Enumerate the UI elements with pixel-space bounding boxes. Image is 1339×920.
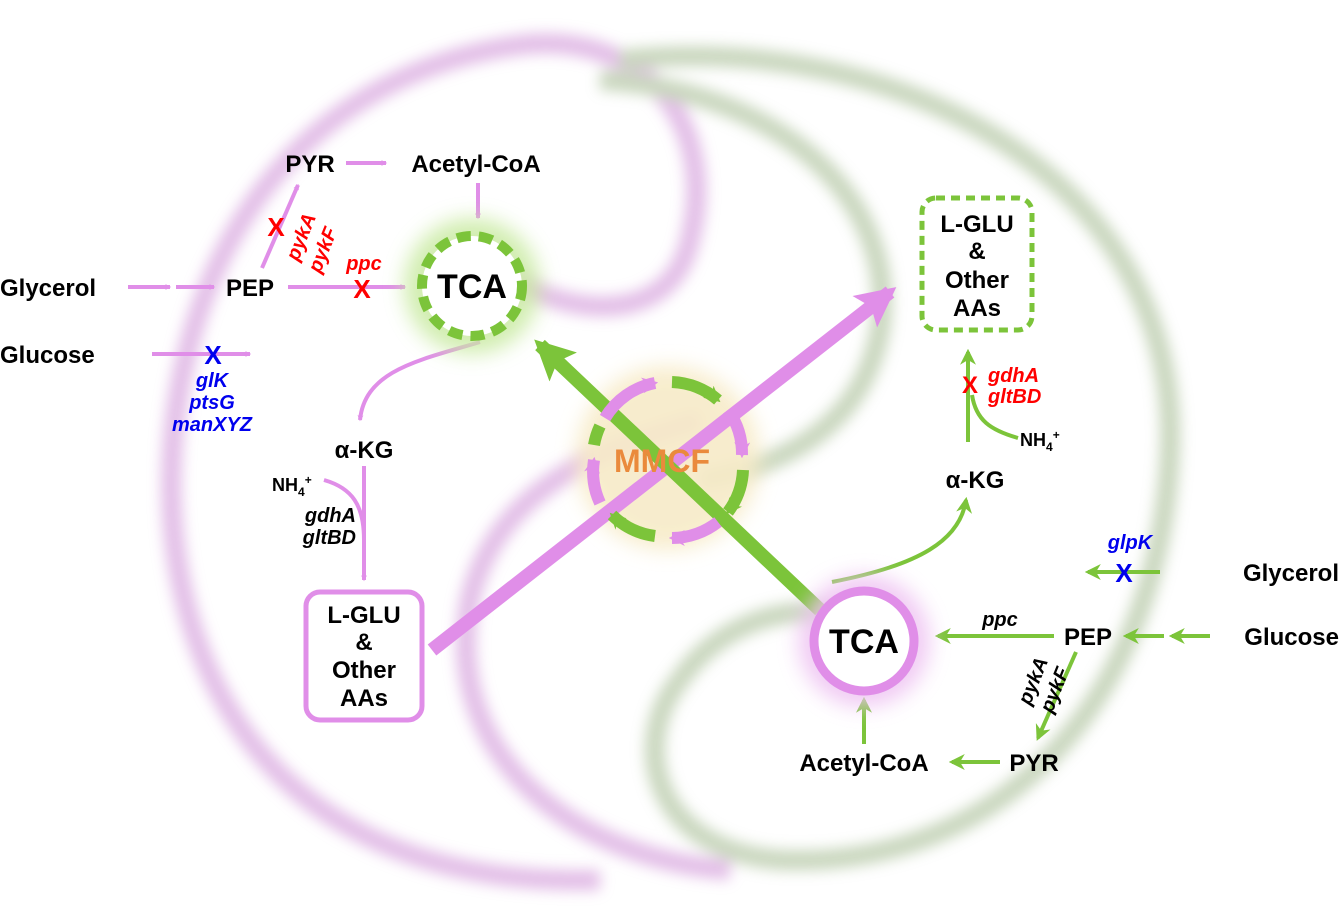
right-product-line4: AAs: [953, 295, 1001, 322]
mmcf-label: MMCF: [614, 443, 710, 479]
right-gene-glpK: glpK: [1107, 532, 1154, 554]
left-akg: α-KG: [335, 437, 394, 464]
left-nh4: NH4+: [272, 473, 312, 499]
left-gene-gltBD: gltBD: [302, 527, 356, 549]
big-pink-arrow: [427, 286, 897, 656]
right-tca-ring: [809, 586, 919, 696]
left-x-pyk: X: [267, 212, 285, 242]
right-product-line1: L-GLU: [940, 211, 1013, 238]
left-product-line1: L-GLU: [327, 602, 400, 629]
left-tca-ring: [417, 231, 527, 341]
right-x-glpk: X: [1115, 558, 1133, 588]
right-glycerol: Glycerol: [1243, 560, 1339, 587]
left-product-line4: AAs: [340, 685, 388, 712]
left-gene-ppc: ppc: [345, 253, 382, 275]
mmcf-cycle: [584, 376, 751, 546]
bg-pink-outer: [161, 33, 707, 891]
left-glucose: Glucose: [0, 342, 95, 369]
right-tca: TCA: [829, 623, 899, 661]
left-gene-gdhA: gdhA: [304, 505, 356, 527]
right-product-line2: &: [968, 238, 985, 265]
right-x-gdh: X: [962, 372, 978, 399]
right-pyr: PYR: [1009, 750, 1058, 777]
left-product-box: [303, 589, 425, 723]
right-product-box: [919, 195, 1035, 333]
left-acetyl-coa: Acetyl-CoA: [411, 151, 540, 178]
left-gene-glk: glK: [195, 370, 230, 392]
right-pep: PEP: [1064, 624, 1112, 651]
left-gene-ptsG: ptsG: [188, 392, 235, 414]
left-glycerol: Glycerol: [0, 275, 96, 302]
right-akg: α-KG: [946, 467, 1005, 494]
right-gene-gltBD: gltBD: [987, 386, 1041, 408]
left-gene-manXYZ: manXYZ: [172, 414, 253, 436]
right-product-line3: Other: [945, 267, 1009, 294]
left-pyr: PYR: [285, 151, 334, 178]
right-acetyl-coa: Acetyl-CoA: [799, 750, 928, 777]
left-x-glk: X: [204, 340, 222, 370]
left-x-ppc: X: [353, 274, 371, 304]
left-tca: TCA: [437, 268, 507, 306]
right-glucose: Glucose: [1244, 624, 1339, 651]
left-pep: PEP: [226, 275, 274, 302]
right-gene-ppc: ppc: [981, 609, 1018, 631]
right-gene-gdhA: gdhA: [987, 365, 1039, 387]
big-green-arrow: [534, 339, 825, 616]
left-product-line3: Other: [332, 657, 396, 684]
right-nh4: NH4+: [1020, 428, 1060, 454]
left-product-line2: &: [355, 629, 372, 656]
